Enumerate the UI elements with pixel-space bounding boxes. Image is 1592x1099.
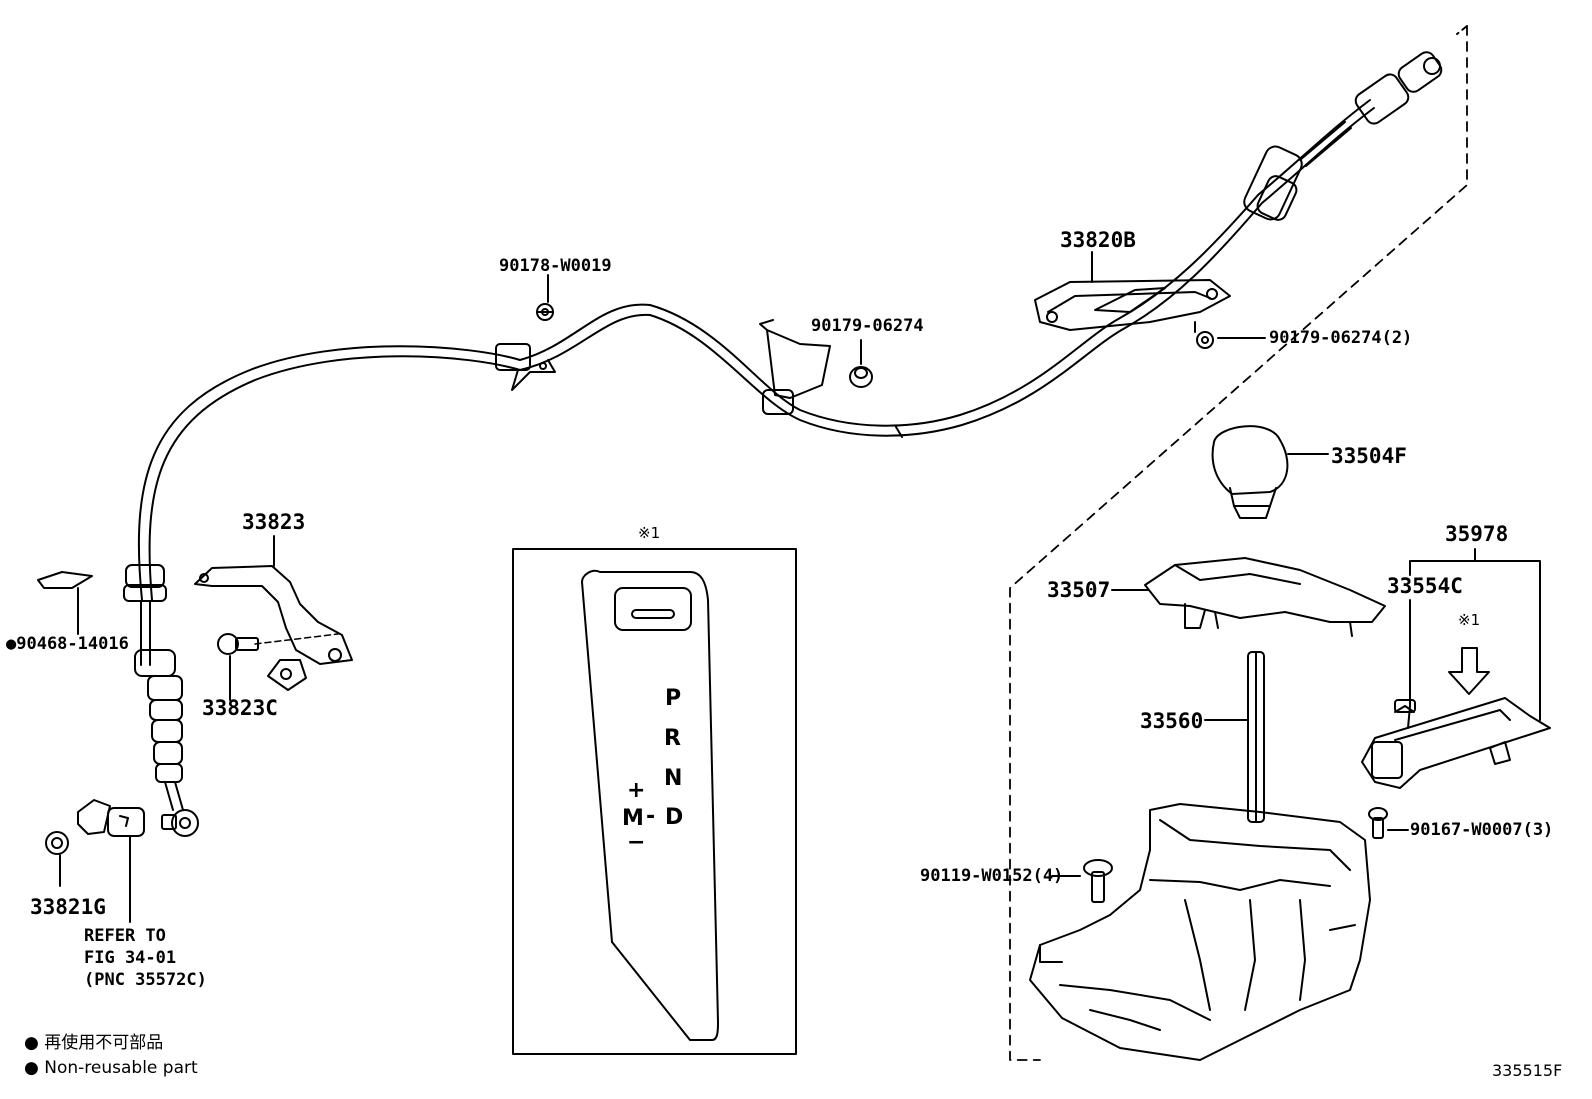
bracket-33823 [194, 565, 353, 691]
gear-d: D [665, 805, 684, 830]
gear-dash: - [646, 804, 656, 829]
label-33820B: 33820B [1060, 228, 1136, 252]
legend-marker-en: ● [24, 1058, 39, 1078]
assembly-boundary-top [1456, 25, 1468, 35]
gear-r: R [664, 726, 681, 751]
cable-bracket-mid [759, 319, 903, 438]
legend-marker-jp: ● [24, 1033, 39, 1053]
gear-p: P [665, 686, 682, 711]
reference-line-2: FIG 34-01 [84, 948, 177, 968]
label-33823: 33823 [242, 510, 306, 534]
cable-upper-end [1243, 51, 1443, 221]
reference-line-3: (PNC 35572C) [84, 970, 207, 990]
shift-panel-slot [631, 609, 675, 619]
cable-clamp-left [495, 303, 556, 391]
cable-lower-end [123, 564, 199, 837]
gear-plus: + [627, 778, 646, 803]
bolt-90119-W0152 [1051, 859, 1113, 903]
down-arrow [1448, 647, 1490, 695]
assembly-boundary [1009, 25, 1468, 1061]
inset-box [512, 548, 797, 1055]
shift-panel [581, 569, 719, 1041]
figure-code: 335515F [1492, 1061, 1563, 1080]
shift-lever-33560 [1204, 651, 1265, 823]
shift-knob-33504F [1211, 425, 1329, 519]
callout-35978 [1409, 548, 1541, 721]
clip-90468-14016 [37, 571, 93, 589]
legend-jp: ● 再使用不可部品 [24, 1035, 163, 1052]
shifter-base [1029, 803, 1371, 1061]
nut-33821G [45, 831, 69, 855]
gear-minus: − [627, 830, 646, 855]
bolt-90167-W0007 [1368, 807, 1409, 839]
label-90468-14016: ●90468-14016 [6, 634, 129, 654]
gear-m: M [622, 806, 644, 831]
label-33504F: 33504F [1331, 444, 1407, 468]
label-90179-06274: 90179-06274 [811, 316, 924, 336]
bolt-33823C [217, 633, 259, 655]
housing-33507 [1111, 557, 1386, 637]
inset-marker: ※1 [638, 524, 661, 542]
reference-line-1: REFER TO [84, 926, 166, 946]
label-35978: 35978 [1445, 522, 1509, 546]
legend-en: ● Non-reusable part [24, 1060, 198, 1077]
label-90167-W0007-3: 90167-W0007(3) [1410, 820, 1554, 840]
shift-cable [137, 99, 1375, 601]
label-90178-W0019: 90178-W0019 [499, 256, 612, 276]
legend-text-en: Non-reusable part [44, 1058, 198, 1078]
label-33554C: 33554C [1387, 574, 1463, 598]
label-33821G: 33821G [30, 895, 106, 919]
label-33560: 33560 [1140, 709, 1204, 733]
label-33507: 33507 [1047, 578, 1111, 602]
label-90119-W0152-4: 90119-W0152(4) [920, 866, 1064, 886]
bracket-33820B [1034, 279, 1231, 349]
clip-33554C [1394, 599, 1415, 713]
label-33823C: 33823C [202, 696, 278, 720]
legend-text-jp: 再使用不可部品 [44, 1033, 164, 1053]
indicator-35978 [1361, 697, 1551, 789]
shift-panel-button [614, 587, 692, 631]
label-90179-06274-2: 90179-06274(2) [1269, 328, 1413, 348]
bushing-ref [77, 799, 145, 837]
gear-n: N [664, 766, 683, 791]
arrow-marker: ※1 [1458, 611, 1481, 629]
